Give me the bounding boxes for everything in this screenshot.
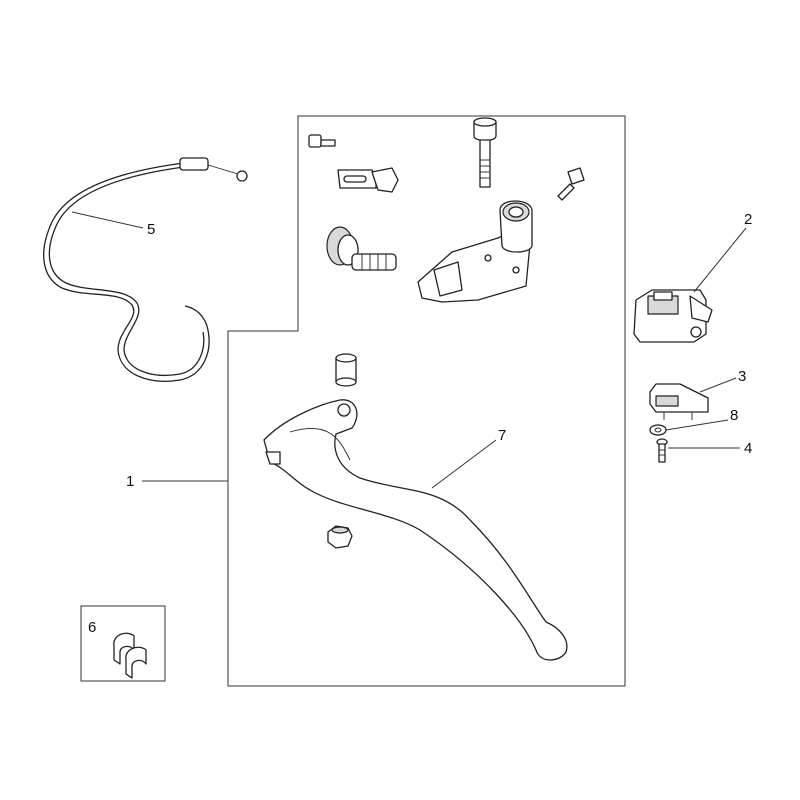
washer — [649, 424, 667, 436]
lever-nut — [327, 525, 353, 549]
clutch-cable — [43, 157, 248, 382]
callout-2: 2 — [744, 211, 752, 228]
assembly-frame-6 — [80, 605, 166, 682]
cable-nipple — [236, 170, 248, 182]
leader-line-8 — [665, 419, 729, 431]
clutch-switch-housing — [633, 289, 713, 343]
clutch-lever — [263, 399, 568, 661]
micro-switch — [649, 383, 709, 420]
lever-bracket — [417, 200, 533, 303]
callout-8: 8 — [730, 407, 738, 424]
assembly-frame-1 — [227, 115, 626, 687]
pivot-bolt — [473, 117, 497, 188]
cable-adjuster-barrel — [179, 157, 209, 171]
cable-clips — [113, 632, 147, 679]
callout-4: 4 — [744, 440, 752, 457]
leader-line-5 — [71, 211, 144, 229]
callout-7: 7 — [498, 427, 506, 444]
callout-3: 3 — [738, 368, 746, 385]
callout-6: 6 — [88, 619, 96, 636]
leader-line-7 — [431, 439, 497, 489]
callout-1: 1 — [126, 473, 134, 490]
callout-5: 5 — [147, 221, 155, 238]
leader-line-2 — [693, 227, 747, 293]
lever-bushing — [335, 353, 357, 387]
lever-adjuster-knob — [326, 226, 397, 271]
clamp-bracket — [337, 167, 399, 193]
small-screw-top-left — [308, 134, 336, 148]
small-screw-right — [557, 167, 585, 201]
switch-screw — [656, 438, 668, 463]
leader-line-3 — [699, 377, 737, 393]
